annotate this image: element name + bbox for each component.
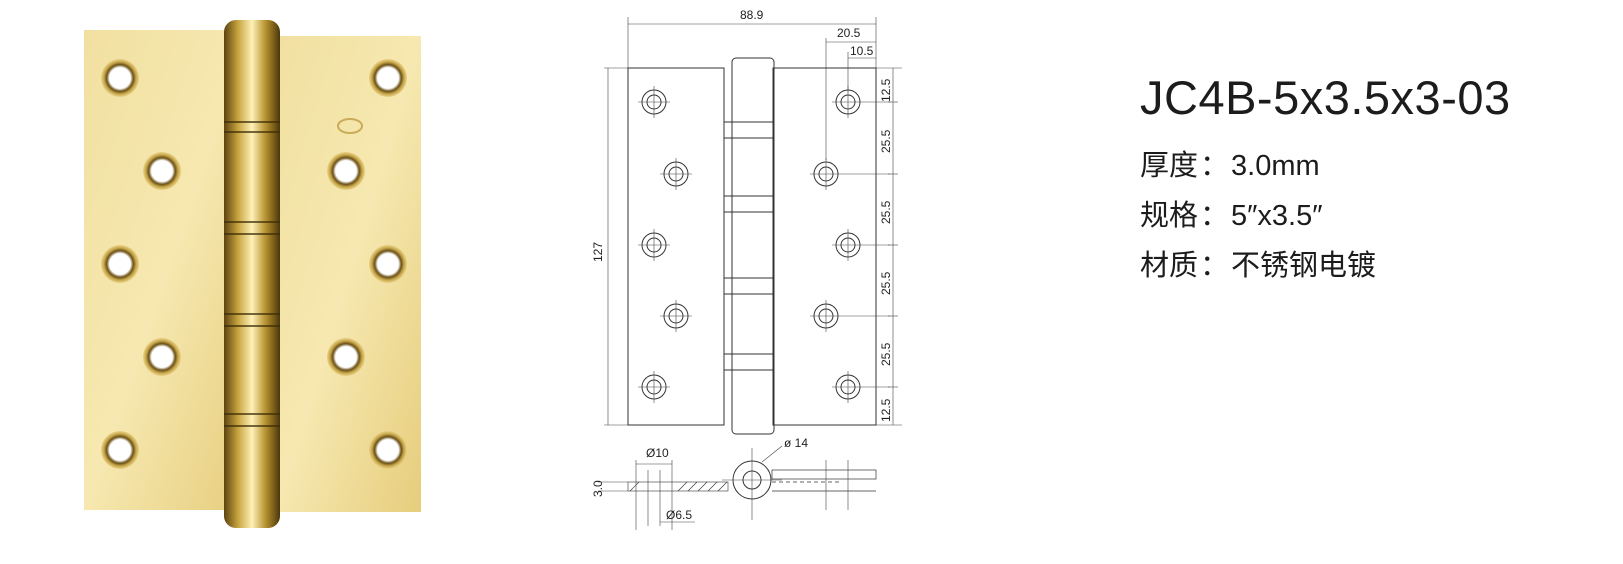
dimension-hole-spacing: 12.5 25.5 25.5 25.5 25.5 12.5 [876,67,902,426]
screw-hole [369,245,407,283]
drawing-hole [638,371,670,403]
brand-mark-icon [337,118,363,134]
drawing-hole [638,229,670,261]
spec-label: 厚度 [1140,150,1199,182]
dim-thickness: 3.0 [591,480,605,497]
screw-hole [143,152,181,190]
dim-small-hole: Ø6.5 [666,508,692,522]
drawing-hole [660,158,692,190]
screw-hole [327,152,365,190]
model-number: JC4B-5x3.5x3-03 [1140,71,1511,124]
technical-drawing: 88.9 20.5 10.5 127 [591,8,902,530]
spec-panel: JC4B-5x3.5x3-03 厚度：3.0mm 规格：5″x3.5″ 材质：不… [1140,70,1610,291]
dimension-hole-offset: 10.5 [847,44,876,92]
spec-value: 3.0mm [1231,150,1320,182]
spec-material: 材质：不锈钢电镀 [1140,241,1610,291]
dim-spacing-2: 25.5 [879,200,893,224]
screw-hole [143,338,181,376]
drawing-holes [638,86,890,403]
dim-spacing-end-top: 12.5 [879,78,893,102]
dim-spacing-end-bottom: 12.5 [879,398,893,422]
spec-separator: ： [1200,200,1230,232]
spec-value: 5″x3.5″ [1231,200,1323,232]
drawing-hole [832,86,890,118]
dim-spacing-1: 25.5 [879,129,893,153]
screw-hole [327,338,365,376]
spec-label: 材质 [1140,250,1199,282]
dim-height: 127 [591,242,605,262]
dim-overall-width: 88.9 [740,8,764,22]
dim-leaf-offset: 20.5 [837,26,861,40]
drawing-hole [660,300,692,332]
drawing-hole [810,300,890,332]
dimension-leaf-offset: 20.5 [825,26,876,160]
dimension-overall-width: 88.9 [627,8,877,68]
screw-hole [101,245,139,283]
dim-pin-dia: ø 14 [784,436,808,450]
section-view: Ø10 Ø6.5 3.0 ø 14 [591,436,877,530]
spec-separator: ： [1200,150,1230,182]
hinge-holes [101,59,407,469]
dim-spacing-3: 25.5 [879,271,893,295]
screw-hole [101,59,139,97]
screw-hole [101,431,139,469]
hinge-outline [627,57,877,435]
dim-hole-offset: 10.5 [850,44,874,58]
drawing-hole [638,86,670,118]
spec-thickness: 厚度：3.0mm [1140,141,1610,191]
spec-size: 规格：5″x3.5″ [1140,191,1610,241]
screw-hole [369,59,407,97]
screw-hole [369,431,407,469]
hinge-knuckle [224,20,280,528]
dimension-height: 127 [591,67,630,426]
drawing-hole [832,229,890,261]
spec-separator: ： [1200,250,1230,282]
dim-spacing-4: 25.5 [879,342,893,366]
spec-label: 规格 [1140,200,1199,232]
drawing-hole [810,158,890,190]
dim-hole-dia: Ø10 [646,446,669,460]
hinge-photo [84,20,421,528]
spec-value: 不锈钢电镀 [1231,250,1377,282]
drawing-hole [832,371,890,403]
